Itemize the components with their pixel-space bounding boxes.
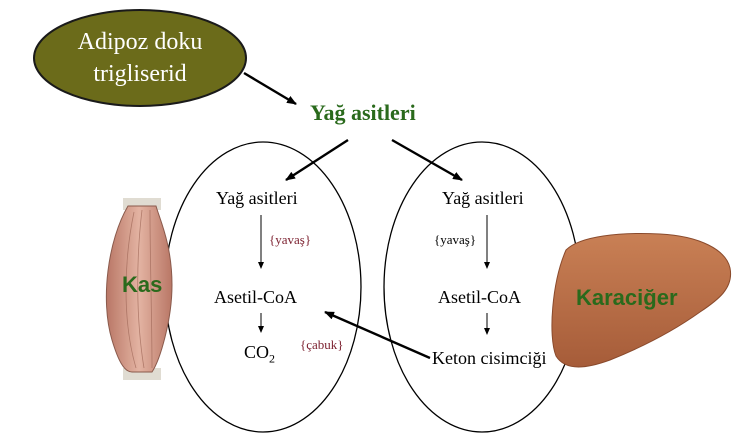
- liver-rate-slow: {yavaş}: [434, 232, 477, 247]
- adipose-label: Adipoz doku trigliserid: [40, 26, 240, 90]
- arrow-ketone-to-muscle: [324, 310, 431, 360]
- muscle-fatty-acids: Yağ asitleri: [216, 188, 298, 208]
- liver-fatty-acids: Yağ asitleri: [442, 188, 524, 208]
- liver-acetyl-coa: Asetil-CoA: [438, 287, 521, 307]
- liver-illustration: [551, 233, 732, 368]
- adipose-line-2: trigliserid: [93, 61, 187, 87]
- muscle-illustration: [105, 198, 173, 380]
- adipose-line-1: Adipoz doku: [77, 29, 203, 55]
- muscle-rate-fast: {çabuk}: [300, 337, 344, 352]
- muscle-acetyl-coa: Asetil-CoA: [214, 287, 297, 307]
- muscle-rate-slow: {yavaş}: [269, 232, 312, 247]
- ketone-label: Keton cisimciği: [432, 348, 547, 368]
- liver-organ-label: Karaciğer: [576, 285, 678, 310]
- arrow-to-muscle: [285, 138, 349, 182]
- co2-label: CO2: [244, 342, 276, 366]
- arrow-adipose-to-fatty-acids: [243, 71, 297, 106]
- main-fatty-acids-label: Yağ asitleri: [310, 100, 416, 125]
- arrow-to-liver: [391, 138, 463, 182]
- muscle-organ-label: Kas: [122, 272, 163, 297]
- adipose-ellipse: [33, 9, 247, 107]
